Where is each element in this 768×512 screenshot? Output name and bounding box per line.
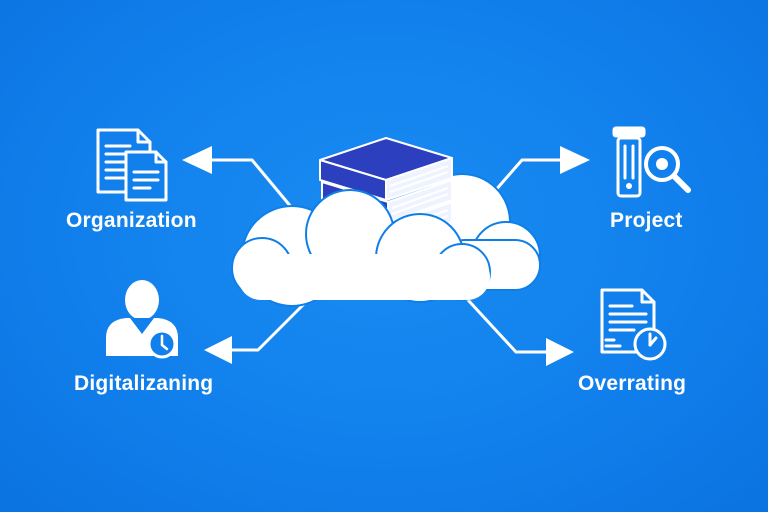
arrowhead-overrating	[546, 338, 574, 366]
node-label-overrating: Overrating	[578, 372, 687, 395]
cloud-books-icon	[231, 137, 541, 307]
cloud-front-base	[238, 254, 490, 300]
node-label-digitalizaning: Digitalizaning	[74, 372, 214, 395]
node-label-project: Project	[610, 209, 683, 232]
person-clock-icon	[106, 280, 178, 359]
documents-icon	[96, 128, 168, 202]
connector-organization	[210, 158, 294, 210]
connector-overrating	[466, 298, 548, 354]
server-magnifier-icon	[612, 126, 691, 198]
document-clock-icon	[600, 288, 667, 361]
arrowhead-organization	[182, 146, 212, 174]
node-label-organization: Organization	[66, 209, 197, 232]
connector-project	[492, 158, 562, 194]
arrowhead-project	[560, 146, 590, 174]
connector-digitalizaning	[230, 300, 308, 352]
arrowhead-digitalizaning	[204, 336, 232, 364]
